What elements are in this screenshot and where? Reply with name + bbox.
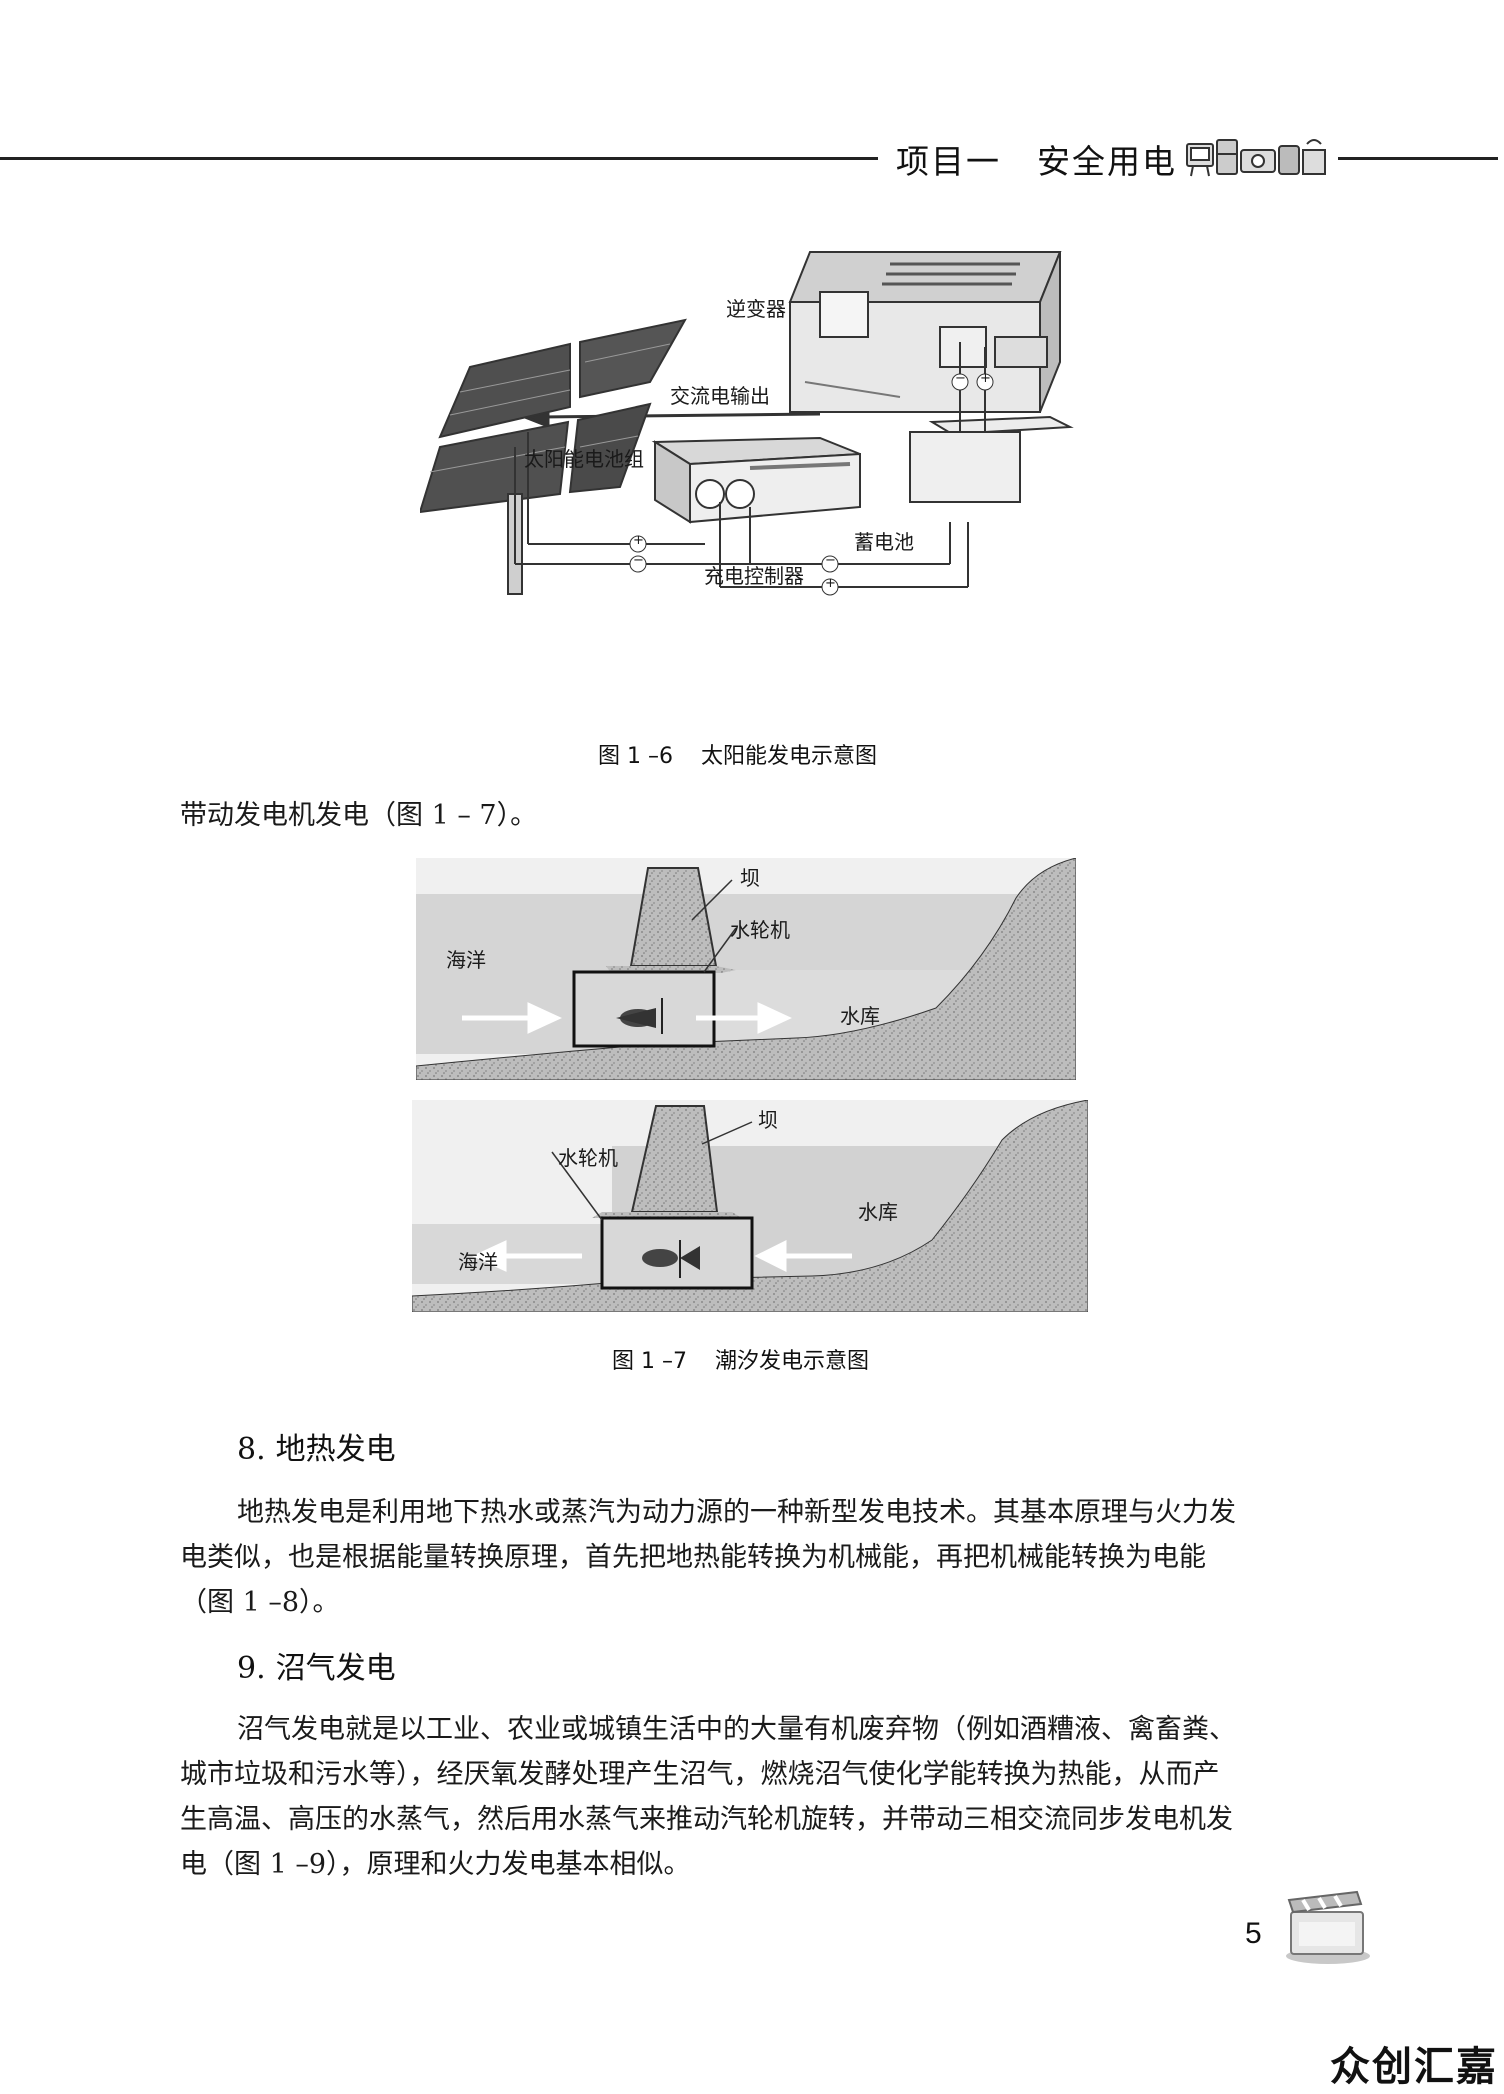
caption-number: 图 1 –7 <box>612 1349 687 1374</box>
section-8-line-3: （图 1 –8）。 <box>180 1587 340 1618</box>
caption-text: 潮汐发电示意图 <box>714 1349 869 1374</box>
label-ocean-bottom: 海洋 <box>458 1250 498 1274</box>
clapperboard-icon <box>1286 1890 1370 1964</box>
section-8-line-2: 电类似，也是根据能量转换原理，首先把地热能转换为机械能，再把机械能转换为电能 <box>180 1542 1206 1573</box>
label-inverter: 逆变器 <box>726 297 786 321</box>
label-solar-array: 太阳能电池组 <box>524 447 644 471</box>
label-charge-controller: 充电控制器 <box>704 564 804 588</box>
header-title: 项目一安全用电 <box>896 135 1177 183</box>
section-9-title: 沼气发电 <box>275 1651 396 1686</box>
battery-unit <box>909 415 1074 503</box>
label-reservoir-bottom: 水库 <box>858 1200 898 1224</box>
caption-number: 图 1 –6 <box>598 744 673 769</box>
charge-controller-unit <box>651 436 861 524</box>
section-8-number: 8. <box>237 1432 266 1467</box>
tidal-diagram-ebb <box>412 1100 1088 1312</box>
section-9-line-1: 沼气发电就是以工业、农业或城镇生活中的大量有机废弃物（例如酒糟液、禽畜粪、 <box>237 1714 1236 1745</box>
section-9-number: 9. <box>237 1651 266 1686</box>
tidal-diagram-flood <box>416 858 1076 1080</box>
section-8-title: 地热发电 <box>275 1432 396 1467</box>
header-project: 项目一 <box>896 142 1001 181</box>
minus-sign-1: − <box>633 553 644 568</box>
label-turbine-bottom: 水轮机 <box>558 1146 618 1170</box>
caption-text: 太阳能发电示意图 <box>700 744 877 769</box>
inverter-unit <box>788 251 1062 413</box>
label-battery: 蓄电池 <box>854 530 914 554</box>
section-8-line-1: 地热发电是利用地下热水或蒸汽为动力源的一种新型发电技术。其基本原理与火力发 <box>237 1497 1236 1528</box>
section-9-line-3: 生高温、高压的水蒸气，然后用水蒸气来推动汽轮机旋转，并带动三相交流同步发电机发 <box>180 1804 1233 1835</box>
solar-panel-array <box>420 318 687 595</box>
section-9-line-4: 电（图 1 –9），原理和火力发电基本相似。 <box>180 1849 691 1880</box>
solar-power-diagram <box>420 251 1074 596</box>
header-rule-right <box>1338 157 1498 160</box>
label-ac-output: 交流电输出 <box>670 384 770 408</box>
header-rule-left <box>0 157 878 160</box>
label-turbine-top: 水轮机 <box>730 918 790 942</box>
minus-sign-3: − <box>955 371 966 386</box>
continuation-paragraph: 带动发电机发电（图 1 – 7）。 <box>180 800 538 831</box>
label-dam-bottom: 坝 <box>758 1108 778 1132</box>
page-number: 5 <box>1245 1917 1262 1950</box>
plus-sign-3: + <box>980 371 991 386</box>
plus-sign-1: + <box>633 533 644 548</box>
plus-sign-2: + <box>825 576 836 591</box>
section-8-heading: 8. 地热发电 <box>237 1424 396 1468</box>
polarity-markers <box>629 373 994 596</box>
header-appliance-icons <box>1186 139 1326 177</box>
header-chapter-title: 安全用电 <box>1037 142 1177 181</box>
figure-1-7-caption: 图 1 –7 潮汐发电示意图 <box>612 1343 869 1375</box>
label-ocean-top: 海洋 <box>446 948 486 972</box>
figure-1-6-caption: 图 1 –6 太阳能发电示意图 <box>598 738 877 770</box>
watermark-text: 众创汇嘉 <box>1330 2044 1498 2090</box>
label-reservoir-top: 水库 <box>840 1004 880 1028</box>
minus-sign-2: − <box>825 553 836 568</box>
ac-output-arrow <box>520 405 821 429</box>
section-9-line-2: 城市垃圾和污水等），经厌氧发酵处理产生沼气，燃烧沼气使化学能转换为热能，从而产 <box>180 1759 1220 1790</box>
label-dam-top: 坝 <box>740 866 760 890</box>
section-9-heading: 9. 沼气发电 <box>237 1643 396 1687</box>
